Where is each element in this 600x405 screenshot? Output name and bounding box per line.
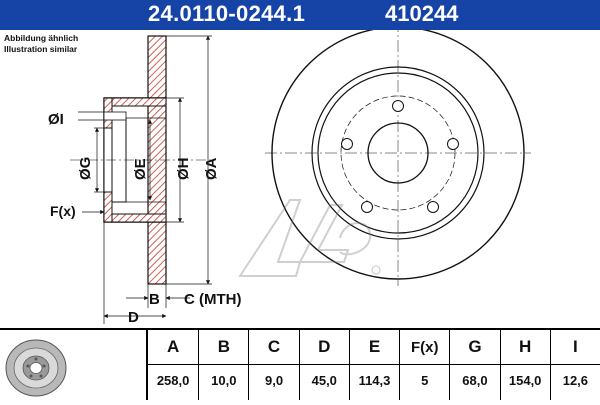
bolt-hole-1: [392, 100, 404, 112]
spec-value: 10,0: [211, 373, 237, 388]
dim-label-i: ØI: [48, 111, 64, 128]
dim-label-c: C (MTH): [184, 291, 241, 308]
bolt-hole-2: [447, 138, 459, 150]
spec-value: 154,0: [508, 373, 542, 388]
spec-column-fx: F(x) 5: [399, 330, 449, 400]
part-number: 24.0110-0244.1: [148, 1, 306, 26]
dim-label-d: D: [128, 309, 139, 326]
spec-header: C: [267, 337, 281, 356]
disc-front-view: [238, 30, 531, 286]
spec-column-e: E 114,3: [348, 330, 399, 400]
spec-value: 114,3: [358, 373, 391, 388]
bolt-hole-4: [361, 201, 373, 213]
spec-column-a: A 258,0: [148, 330, 198, 400]
spec-column-c: C 9,0: [248, 330, 298, 400]
spec-header: D: [318, 337, 331, 356]
spec-column-b: B 10,0: [198, 330, 248, 400]
spec-value: 5: [421, 373, 429, 388]
technical-drawing: ØI ØG ØE ØH ØA F(x) B C (MTH) D: [48, 30, 531, 326]
spec-column-d: D 45,0: [298, 330, 349, 400]
spec-header: B: [217, 337, 230, 356]
header-bar: 24.0110-0244.1 410244: [0, 0, 600, 30]
spec-value: 12,6: [562, 373, 589, 388]
spec-table: A 258,0 B 10,0 C 9,0 D 45,0 E 114,3 F(x) 5 G 68,0 H 154…: [0, 328, 600, 400]
disc-hat-bottom: [111, 213, 167, 223]
spec-value: 45,0: [311, 373, 337, 388]
spec-header: A: [166, 337, 180, 356]
spec-header: H: [519, 337, 532, 356]
disc-hat-edge: [317, 72, 479, 234]
table-row-divider: [148, 364, 600, 365]
dim-label-a: ØA: [203, 157, 220, 180]
disc-hat-top: [111, 97, 167, 107]
bolt-hole-5: [341, 138, 353, 150]
reference-number: 410244: [385, 1, 459, 26]
illustration-note-de: Abbildung ähnlich: [4, 33, 79, 43]
disc-section-view: [70, 35, 215, 285]
thumbnail-cell: [0, 330, 148, 400]
spec-header: E: [368, 337, 381, 356]
spec-value: 9,0: [265, 373, 284, 388]
spec-value: 258,0: [156, 373, 190, 388]
spec-header: G: [468, 337, 482, 356]
bolt-hole-3: [427, 201, 439, 213]
spec-column-h: H 154,0: [499, 330, 550, 400]
illustration-note-en: Illustration similar: [4, 44, 78, 54]
spec-header: I: [573, 337, 578, 356]
spec-header: F(x): [410, 339, 439, 356]
brake-disc-thumbnail-icon: [5, 339, 67, 397]
dim-label-f: F(x): [50, 203, 76, 219]
dim-label-h: ØH: [175, 158, 192, 181]
spec-value: 68,0: [462, 373, 488, 388]
spec-column-g: G 68,0: [449, 330, 499, 400]
dimension-lines: [78, 35, 212, 324]
ate-logo-watermark-icon: [238, 199, 381, 277]
disc-bolt-hole: [103, 111, 127, 121]
dim-label-g: ØG: [77, 157, 94, 180]
dim-label-b: B: [149, 291, 160, 308]
dim-label-e: ØE: [132, 158, 149, 180]
spec-column-i: I 12,6: [549, 330, 600, 400]
